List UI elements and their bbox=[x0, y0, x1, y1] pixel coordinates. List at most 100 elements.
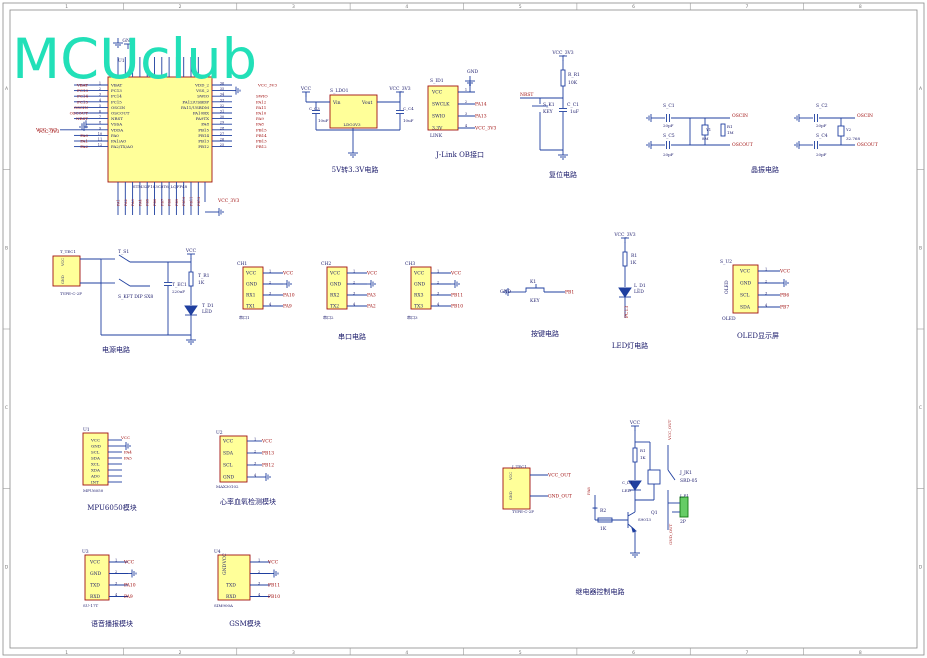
key-caption: 按键电路 bbox=[531, 329, 559, 338]
relay-p-ref: J_P1 bbox=[679, 493, 689, 498]
gsm-caption: GSM模块 bbox=[229, 619, 261, 628]
crystal-c5-val: 20pF bbox=[663, 152, 674, 157]
mcu-pin-name: SWIO bbox=[197, 94, 209, 99]
mpu-pin-name: SCL bbox=[91, 450, 100, 455]
serial-ref: CH1 bbox=[237, 261, 247, 267]
mcu-pin-name: VSSA bbox=[110, 122, 122, 127]
oled-pin-num: 3 bbox=[765, 292, 767, 296]
reset-key-val: KEY bbox=[543, 109, 554, 115]
relay-terminal bbox=[679, 496, 689, 518]
jlink-pin-name: SWCLK bbox=[432, 102, 450, 108]
serial-pin-name: RX3 bbox=[414, 293, 424, 299]
max-part: MAX30102 bbox=[216, 484, 239, 489]
gsm-pin-name: TXD bbox=[226, 583, 236, 589]
net-label: VBAT bbox=[76, 83, 88, 88]
jlink-pin-name: VCC bbox=[431, 90, 443, 96]
mcu-pin-name: PA1/AO bbox=[111, 139, 127, 144]
jlink-part: LINK bbox=[430, 133, 443, 139]
serial-header-body bbox=[326, 266, 348, 310]
crystal-c4: S_C4 bbox=[816, 133, 828, 139]
serial-pin-name: TX1 bbox=[246, 304, 255, 310]
power-cap-val: 220uF bbox=[172, 289, 185, 294]
led-res-val: 1K bbox=[630, 260, 637, 266]
ldo-cap1-val: 10uF bbox=[318, 118, 329, 123]
net-label: PA9 bbox=[283, 304, 292, 310]
mcu-pin-name: PA9TX bbox=[196, 116, 209, 121]
net-label: PA2 bbox=[80, 144, 88, 149]
relay-conn-body bbox=[502, 467, 531, 510]
relay-r1 bbox=[632, 447, 638, 463]
led-ref: L_D1 bbox=[634, 283, 646, 289]
net-label: PB13 bbox=[262, 451, 274, 457]
mcu-pin-num: 7 bbox=[99, 115, 101, 119]
mcu-pin-name: PC14 bbox=[111, 94, 122, 99]
reset-key-ref: S_K1 bbox=[543, 102, 555, 108]
relay-q-val: S9013 bbox=[638, 517, 651, 522]
jlink-pin-num: 1 bbox=[465, 88, 467, 92]
border-col-label: 7 bbox=[746, 650, 749, 656]
mcu-pin-num: 25 bbox=[220, 143, 224, 147]
net-label: VCC_3V3 bbox=[257, 83, 277, 88]
border-row-label: D bbox=[919, 564, 923, 570]
mcu-pin-name: PA2/TX/AO bbox=[111, 144, 134, 149]
border-row-label: C bbox=[5, 405, 8, 411]
reset-res-val: 10K bbox=[568, 80, 578, 86]
ldo-vin: Vin bbox=[332, 100, 341, 106]
max-pin-num: 2 bbox=[254, 450, 256, 454]
max-pin-name: VCC bbox=[222, 439, 234, 445]
mcu-pin-num: 11 bbox=[98, 138, 102, 142]
mcu-pin-num: 2 bbox=[99, 87, 101, 91]
net-label: PA12 bbox=[256, 99, 267, 104]
voice-pin-name: VCC bbox=[89, 560, 101, 566]
serial-pin-name: GND bbox=[414, 282, 426, 288]
net-label: PB11 bbox=[190, 197, 194, 206]
mpu-ref: U1 bbox=[83, 427, 90, 433]
power-switch bbox=[118, 278, 131, 287]
mcu-pin-name: OSCIN bbox=[111, 105, 126, 110]
net-label: PC13 bbox=[77, 88, 88, 93]
reset-cap-ref: C_C1 bbox=[567, 102, 579, 108]
serial-pin-name: GND bbox=[330, 282, 342, 288]
crystal-r1-val: 1M bbox=[727, 130, 734, 135]
relay-conn-ref: J_TEC1 bbox=[511, 464, 527, 469]
max-pin-name: SCL bbox=[223, 463, 233, 469]
power-led-ref: T_D1 bbox=[202, 303, 214, 309]
net-label: VCC_OUT bbox=[667, 419, 672, 441]
ldo-body bbox=[329, 94, 378, 129]
crystal-r1: R1 bbox=[727, 124, 733, 129]
border-row-label: C bbox=[919, 405, 922, 411]
mcu-pin-num: 4 bbox=[99, 98, 102, 102]
serial-pin-name: TX3 bbox=[414, 304, 423, 310]
net-label: PB10 bbox=[451, 304, 463, 310]
mcu-pin-num: 28 bbox=[220, 126, 224, 130]
border-labels bbox=[3, 3, 924, 655]
net-label: PB6 bbox=[780, 293, 789, 299]
oled-body bbox=[732, 264, 759, 314]
mcu-pin-num: 1 bbox=[99, 82, 101, 86]
net-label: VCC bbox=[261, 439, 273, 445]
max-pin-num: 1 bbox=[254, 438, 256, 442]
mcu-pin-name: PA12/USBDP bbox=[182, 99, 209, 104]
wire-layer bbox=[52, 38, 855, 601]
power-pin-gnd: GND bbox=[61, 275, 65, 284]
net-label: PB9 bbox=[175, 199, 179, 206]
net-label: PB11 bbox=[451, 293, 463, 299]
mcu-vdda-label: VCC_3V3 bbox=[37, 129, 59, 135]
net-label: PB5 bbox=[146, 199, 150, 206]
net-label: VCC bbox=[450, 271, 462, 277]
border-row-label: B bbox=[919, 245, 922, 251]
mcu-pin-name: PA11/USBDM bbox=[181, 105, 209, 110]
key-gnd: GND bbox=[500, 289, 512, 295]
vcc-label: VCC bbox=[629, 420, 641, 426]
voice-pin-name: TXD bbox=[90, 583, 100, 589]
voice-ref: U3 bbox=[82, 549, 89, 555]
voice-pin-num: 3 bbox=[115, 582, 117, 586]
voice-body bbox=[84, 554, 110, 601]
jlink-pin-num: 2 bbox=[465, 100, 467, 104]
serial-pin-name: GND bbox=[246, 282, 258, 288]
relay-conn-pin-gnd: GND bbox=[509, 491, 513, 500]
mcu-pin-num: 33 bbox=[220, 98, 224, 102]
net-label: PA5 bbox=[124, 456, 132, 461]
mcu-pin-num: 8 bbox=[99, 121, 101, 125]
net-label: PB7 bbox=[160, 199, 164, 206]
